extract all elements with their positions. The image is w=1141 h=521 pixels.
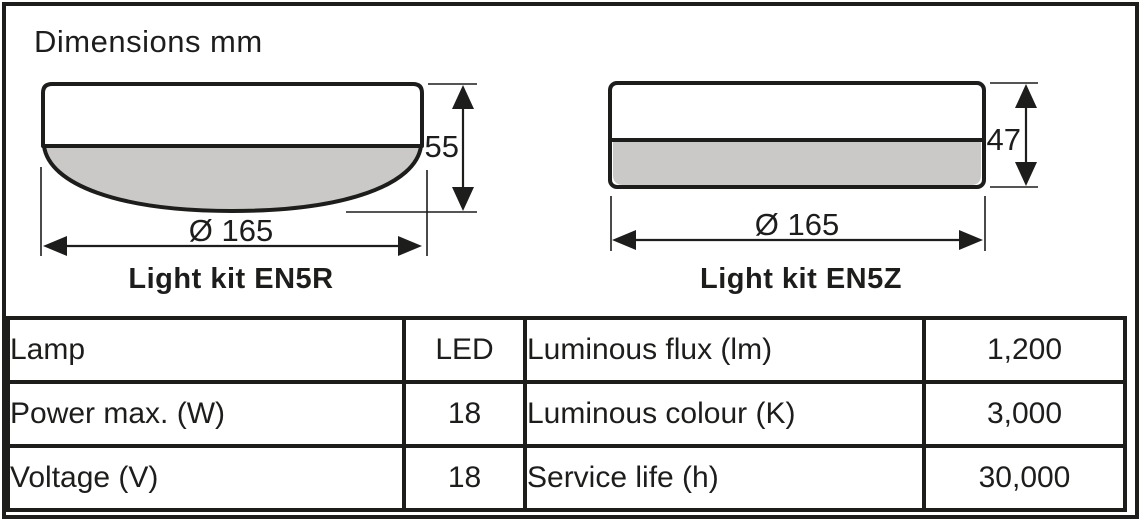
en5z-diffuser-band: [613, 141, 981, 185]
arrowhead-up-icon: [452, 85, 474, 109]
fixture-en5r-drawing: 55 Ø 165: [40, 82, 477, 256]
spec-param-label: Luminous flux (lm): [523, 316, 926, 384]
en5r-height-value: 55: [425, 129, 459, 164]
table-row: Voltage (V) 18 Service life (h) 30,000: [6, 444, 1127, 512]
dimensions-section: 55 Ø 165: [6, 6, 1135, 316]
table-row: Lamp LED Luminous flux (lm) 1,200: [6, 316, 1127, 384]
en5r-diameter-dimension: Ø 165: [40, 167, 428, 256]
product-name-en5z: Light kit EN5Z: [700, 263, 902, 295]
spec-param-label: Power max. (W): [6, 380, 406, 448]
arrowhead-down-icon: [1015, 162, 1037, 186]
en5r-diameter-value: Ø 165: [189, 213, 273, 248]
en5z-diameter-dimension: Ø 165: [610, 196, 986, 251]
en5z-diameter-value: Ø 165: [755, 207, 839, 242]
en5z-housing-outline: [608, 81, 986, 189]
en5z-height-dimension: 47: [987, 82, 1038, 188]
spec-param-label: Voltage (V): [6, 444, 406, 512]
product-name-en5r: Light kit EN5R: [128, 263, 334, 295]
spec-param-label: Luminous colour (K): [523, 380, 926, 448]
spec-param-label: Service life (h): [523, 444, 926, 512]
spec-value: LED: [402, 316, 527, 384]
en5r-housing-body: [41, 82, 424, 148]
en5z-height-value: 47: [987, 122, 1021, 157]
spec-value: 3,000: [922, 380, 1127, 448]
table-row: Power max. (W) 18 Luminous colour (K) 3,…: [6, 380, 1127, 448]
spec-value: 18: [402, 380, 527, 448]
spec-table: Lamp LED Luminous flux (lm) 1,200 Power …: [6, 316, 1127, 512]
spec-value: 18: [402, 444, 527, 512]
units-label: Dimensions mm: [34, 24, 263, 59]
spec-value: 1,200: [922, 316, 1127, 384]
en5r-diffuser-dome: [42, 144, 423, 213]
arrowhead-left-icon: [612, 230, 636, 250]
spec-value: 30,000: [922, 444, 1127, 512]
technical-drawings: 55 Ø 165: [40, 81, 1038, 256]
arrowhead-left-icon: [43, 236, 67, 256]
arrowhead-up-icon: [1015, 84, 1037, 108]
fixture-en5z-drawing: 47 Ø 165: [608, 81, 1038, 251]
arrowhead-down-icon: [452, 187, 474, 211]
arrowhead-right-icon: [398, 236, 422, 256]
spec-param-label: Lamp: [6, 316, 406, 384]
en5r-height-dimension: 55: [346, 83, 477, 213]
arrowhead-right-icon: [959, 230, 983, 250]
